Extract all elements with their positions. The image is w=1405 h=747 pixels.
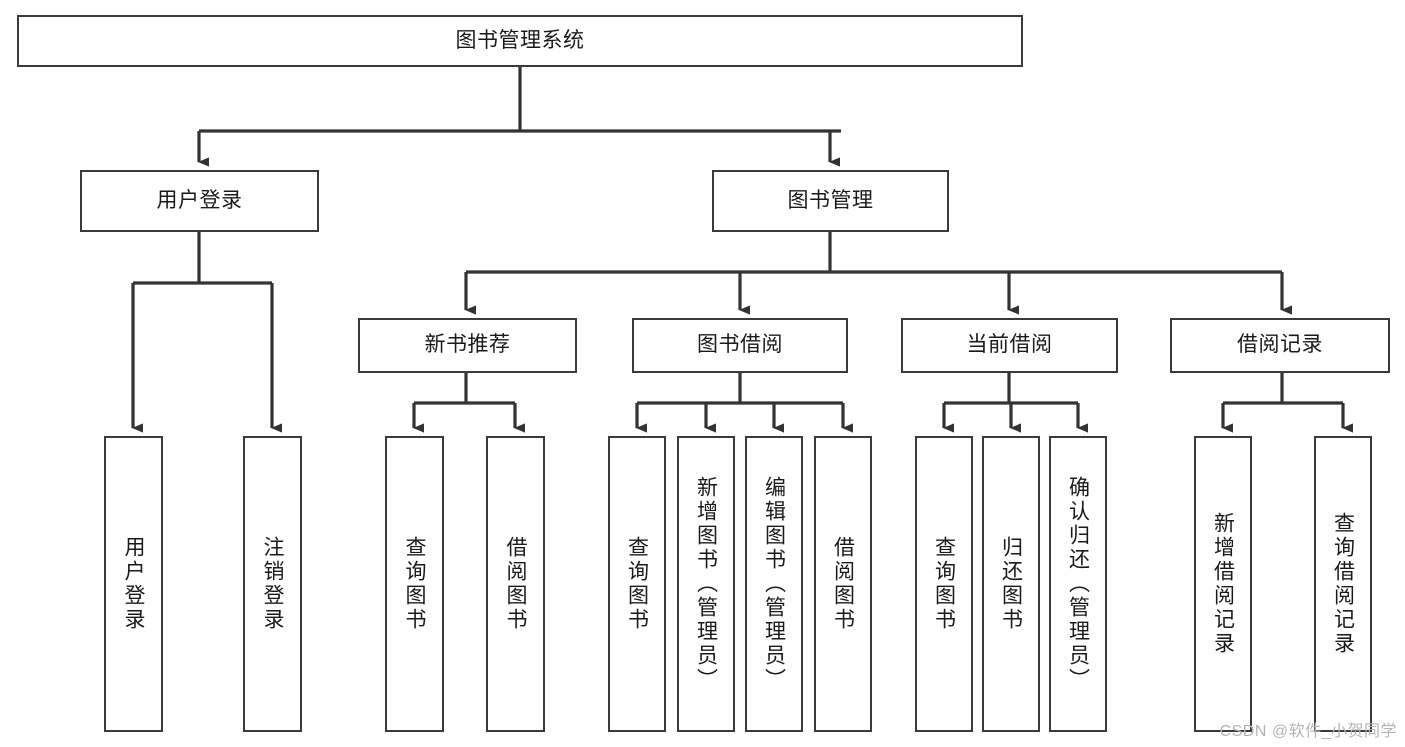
node-leaf-query-book-2[interactable]: 查询图书	[608, 436, 666, 732]
node-leaf-edit-book-label: 编辑图书（管理员）	[762, 476, 786, 692]
node-leaf-query-book-2-label: 查询图书	[625, 536, 649, 632]
node-leaf-borrow-book-2[interactable]: 借阅图书	[814, 436, 872, 732]
node-book-manage-label: 图书管理	[787, 188, 874, 212]
node-current-borrow-label: 当前借阅	[966, 333, 1053, 357]
node-borrow-record-label: 借阅记录	[1237, 333, 1323, 357]
node-leaf-user-login[interactable]: 用户登录	[104, 436, 163, 732]
node-borrow-record[interactable]: 借阅记录	[1170, 318, 1390, 373]
node-leaf-query-book-1-label: 查询图书	[403, 536, 426, 632]
node-leaf-borrow-book-2-label: 借阅图书	[831, 536, 855, 632]
node-leaf-return-book[interactable]: 归还图书	[982, 436, 1040, 732]
node-leaf-add-book[interactable]: 新增图书（管理员）	[677, 436, 735, 732]
node-leaf-return-book-label: 归还图书	[999, 536, 1023, 632]
node-new-book-rec[interactable]: 新书推荐	[358, 318, 577, 373]
node-user-login-label: 用户登录	[156, 188, 243, 212]
node-leaf-query-book-3-label: 查询图书	[932, 536, 956, 632]
node-root[interactable]: 图书管理系统	[17, 15, 1023, 67]
node-leaf-query-book-1[interactable]: 查询图书	[385, 436, 444, 732]
node-leaf-query-record[interactable]: 查询借阅记录	[1314, 436, 1372, 732]
node-leaf-query-record-label: 查询借阅记录	[1331, 512, 1355, 656]
node-leaf-borrow-book-1-label: 借阅图书	[504, 536, 527, 632]
node-book-borrow[interactable]: 图书借阅	[632, 318, 848, 373]
node-leaf-user-login-label: 用户登录	[122, 536, 145, 632]
node-leaf-confirm-return[interactable]: 确认归还（管理员）	[1049, 436, 1107, 732]
node-root-label: 图书管理系统	[455, 28, 585, 52]
node-leaf-borrow-book-1[interactable]: 借阅图书	[486, 436, 545, 732]
node-user-login[interactable]: 用户登录	[80, 170, 319, 232]
node-leaf-confirm-return-label: 确认归还（管理员）	[1066, 476, 1090, 692]
node-leaf-add-record-label: 新增借阅记录	[1211, 512, 1235, 656]
node-leaf-edit-book[interactable]: 编辑图书（管理员）	[745, 436, 803, 732]
node-leaf-logout[interactable]: 注销登录	[243, 436, 302, 732]
node-book-borrow-label: 图书借阅	[697, 333, 783, 357]
node-new-book-rec-label: 新书推荐	[424, 333, 511, 357]
node-leaf-logout-label: 注销登录	[261, 536, 284, 632]
node-leaf-add-record[interactable]: 新增借阅记录	[1194, 436, 1252, 732]
node-current-borrow[interactable]: 当前借阅	[901, 318, 1118, 373]
watermark-text: CSDN @软件_小贺同学	[1219, 723, 1397, 740]
node-leaf-add-book-label: 新增图书（管理员）	[694, 476, 718, 692]
node-book-manage[interactable]: 图书管理	[712, 170, 949, 232]
node-leaf-query-book-3[interactable]: 查询图书	[915, 436, 973, 732]
